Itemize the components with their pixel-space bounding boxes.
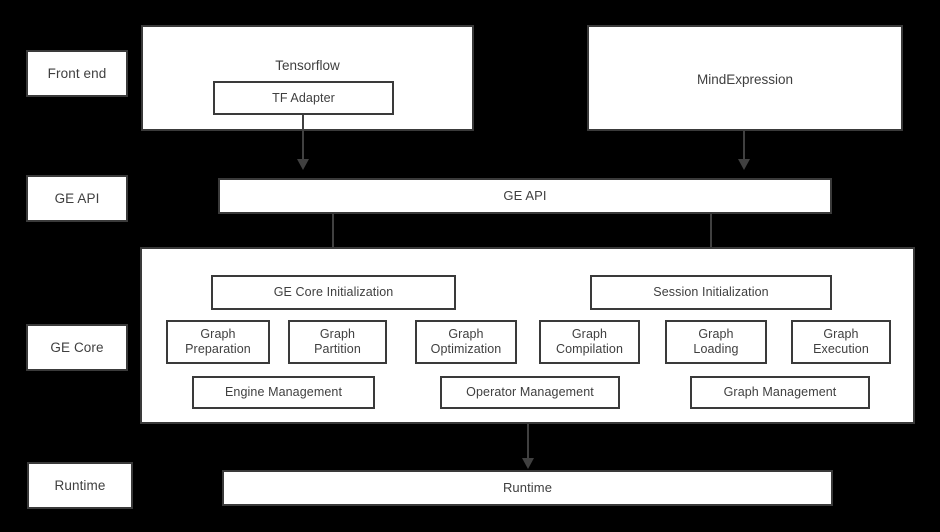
session-initialization-box: Session Initialization xyxy=(590,275,832,310)
ge-core-initialization-label: GE Core Initialization xyxy=(273,285,394,300)
tf-adapter-label: TF Adapter xyxy=(272,90,335,105)
ge-api-bar-label: GE API xyxy=(503,188,547,204)
graph-management-box: Graph Management xyxy=(690,376,870,409)
mindexpression-group: MindExpression xyxy=(587,25,903,131)
session-initialization-label: Session Initialization xyxy=(653,285,769,300)
arrowhead-ge-core-to-runtime xyxy=(522,458,534,469)
operator-management-label: Operator Management xyxy=(466,385,594,400)
connector-mindexpression-to-ge-api xyxy=(743,131,745,161)
ge-api-bar: GE API xyxy=(218,178,832,214)
operator-management-box: Operator Management xyxy=(440,376,620,409)
lane-label-ge-core: GE Core xyxy=(26,324,128,371)
connector-ge-core-to-runtime xyxy=(527,424,529,460)
arrowhead-tf-adapter-to-ge-api xyxy=(297,159,309,170)
lane-label-ge-api-text: GE API xyxy=(54,190,100,206)
lane-label-ge-core-text: GE Core xyxy=(50,339,104,355)
graph-preparation-label: Graph Preparation xyxy=(185,327,251,356)
lane-label-front-end: Front end xyxy=(26,50,128,97)
graph-optimization-label: Graph Optimization xyxy=(430,327,502,356)
lane-label-runtime: Runtime xyxy=(27,462,133,509)
mindexpression-title: MindExpression xyxy=(696,72,794,87)
graph-execution-label: Graph Execution xyxy=(813,327,869,356)
ge-core-initialization-box: GE Core Initialization xyxy=(211,275,456,310)
runtime-bar-label: Runtime xyxy=(502,480,553,496)
runtime-bar: Runtime xyxy=(222,470,833,506)
graph-optimization-box: Graph Optimization xyxy=(415,320,517,364)
graph-management-label: Graph Management xyxy=(723,385,837,400)
connector-ge-api-to-session-init xyxy=(710,214,712,262)
lane-label-ge-api: GE API xyxy=(26,175,128,222)
connector-tf-adapter-to-ge-api xyxy=(302,115,304,161)
tensorflow-title: Tensorflow xyxy=(275,58,340,73)
engine-management-box: Engine Management xyxy=(192,376,375,409)
arrowhead-mindexpression-to-ge-api xyxy=(738,159,750,170)
graph-preparation-box: Graph Preparation xyxy=(166,320,270,364)
graph-partition-box: Graph Partition xyxy=(288,320,387,364)
graph-loading-label: Graph Loading xyxy=(693,327,739,356)
engine-management-label: Engine Management xyxy=(224,385,343,400)
tf-adapter-box: TF Adapter xyxy=(213,81,394,115)
graph-partition-label: Graph Partition xyxy=(314,327,361,356)
connector-ge-api-to-ge-core-init xyxy=(332,214,334,262)
tensorflow-group: Tensorflow xyxy=(141,25,474,131)
graph-loading-box: Graph Loading xyxy=(665,320,767,364)
graph-execution-box: Graph Execution xyxy=(791,320,891,364)
lane-label-runtime-text: Runtime xyxy=(54,477,106,493)
graph-compilation-box: Graph Compilation xyxy=(539,320,640,364)
lane-label-front-end-text: Front end xyxy=(47,65,107,81)
graph-compilation-label: Graph Compilation xyxy=(555,327,624,356)
